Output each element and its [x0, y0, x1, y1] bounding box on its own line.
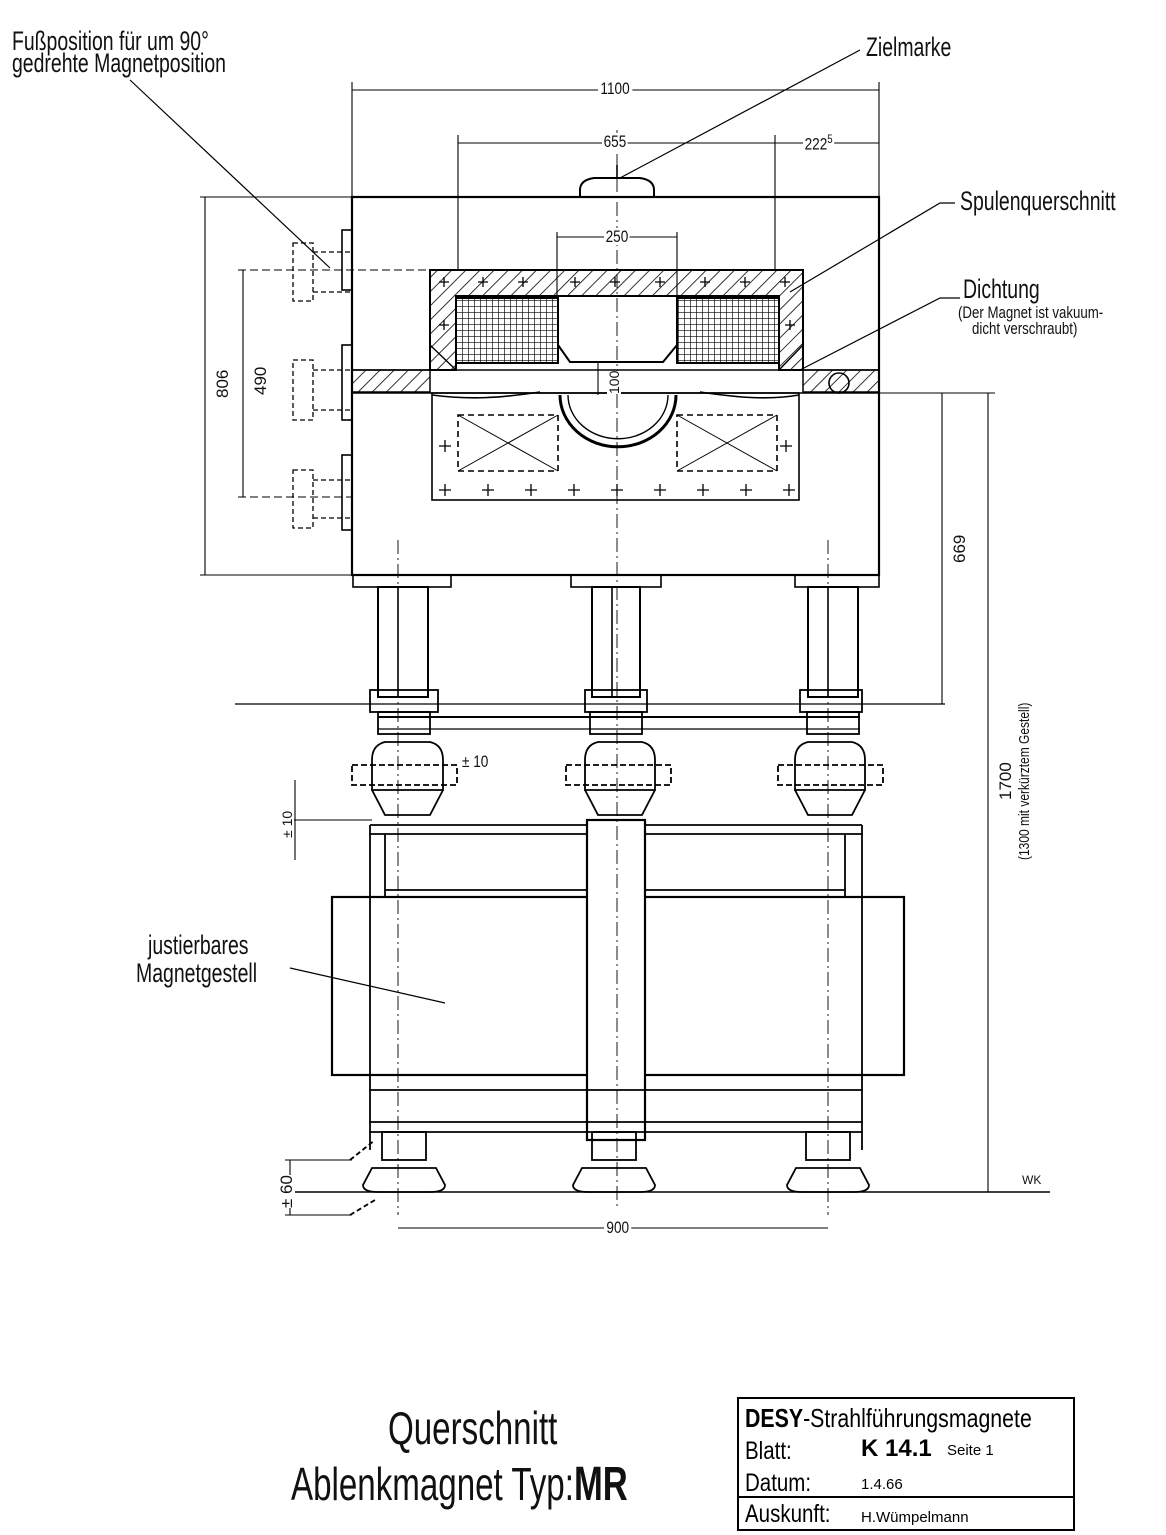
callout-stand-line2: Magnetgestell — [136, 958, 258, 988]
pole-section — [351, 269, 880, 393]
adjusting-heads — [351, 741, 884, 816]
drawing-title-line1: Querschnitt — [388, 1402, 558, 1454]
feet — [349, 1131, 870, 1216]
sheet-label: Blatt: — [745, 1437, 792, 1465]
dim-gap-height: 100 — [606, 370, 622, 394]
coil-section — [455, 296, 780, 364]
dim-height-overall: 806 — [213, 369, 232, 398]
callout-foot-position-line2: gedrehte Magnetposition — [12, 48, 226, 78]
drawing-title-line2: Ablenkmagnet Typ:MR — [291, 1458, 628, 1511]
contact-label: Auskunft: — [745, 1500, 831, 1528]
beam-pipe-arc — [558, 394, 678, 449]
title-block-header: DESY-Strahlführungsmagnete — [745, 1403, 1032, 1433]
stand-frame — [330, 818, 906, 1150]
support-columns — [352, 574, 880, 698]
dim-inner-width: 655 — [602, 132, 628, 151]
date-value: 1.4.66 — [861, 1476, 903, 1493]
callout-target-mark: Zielmarke — [866, 32, 952, 62]
callout-seal: Dichtung — [963, 274, 1040, 304]
callout-foot-position-line1: Fußposition für um 90° — [12, 26, 209, 56]
callout-seal-note-line1: (Der Magnet ist vakuum- — [958, 303, 1104, 322]
rotated-foot-positions — [292, 242, 352, 529]
sheet-page: Seite 1 — [947, 1442, 994, 1459]
dimension-lines — [200, 82, 995, 1229]
dim-overall-width: 1100 — [598, 80, 633, 97]
callout-seal-note-line2: dicht verschraubt) — [972, 319, 1078, 338]
dim-height-inner: 490 — [251, 366, 270, 395]
date-label: Datum: — [745, 1469, 812, 1497]
callout-stand-line1: justierbares — [148, 930, 249, 960]
callout-coil-section: Spulenquerschnitt — [960, 186, 1116, 216]
dim-offset: 2225 — [803, 132, 835, 154]
dim-adjust-horizontal: ± 10 — [462, 752, 489, 771]
dim-adjust-foot: ± 60 — [277, 1175, 296, 1208]
seal-ring — [828, 372, 850, 394]
dim-total-height: 1700 — [996, 762, 1015, 800]
reference-mark-wk: WK — [1022, 1173, 1042, 1187]
coupling-plates — [369, 689, 863, 735]
lower-coil — [457, 414, 778, 472]
sheet-value: K 14.1 — [861, 1435, 932, 1462]
leader-lines — [129, 49, 960, 1004]
dim-adjust-vertical: ± 10 — [279, 810, 295, 838]
dim-foot-spacing: 900 — [604, 1219, 632, 1236]
dim-gap: 250 — [604, 227, 630, 246]
title-block: DESY-Strahlführungsmagnete Blatt: K 14.1… — [737, 1397, 1075, 1531]
title-block-divider — [739, 1496, 1073, 1498]
dim-total-height-note: (1300 mit verkürztem Gestell) — [1016, 702, 1033, 860]
dim-beam-to-column: 669 — [950, 534, 969, 563]
contact-value: H.Wümpelmann — [861, 1509, 969, 1526]
centre-lines — [397, 130, 829, 1215]
